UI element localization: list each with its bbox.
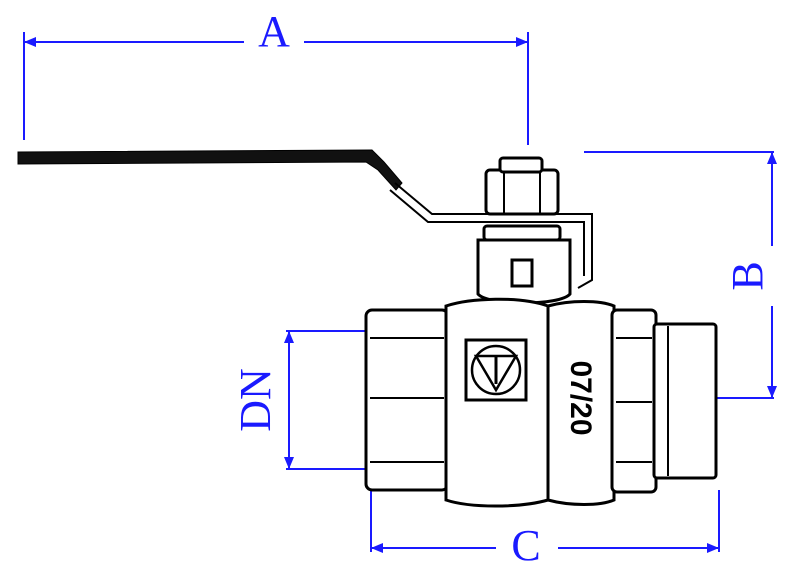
dimension-a-label: A — [258, 7, 290, 56]
triangle-v-logo-icon — [470, 344, 522, 396]
right-end-connector — [610, 308, 718, 494]
dimension-b-top-arrow-icon — [767, 152, 777, 164]
dimension-c-label-bg — [496, 520, 558, 562]
dimension-dn: DN — [231, 330, 366, 470]
stem-nut — [484, 168, 560, 216]
dimension-b-label: B — [723, 261, 772, 290]
stem-slot — [510, 258, 534, 288]
dimension-a-left-arrow-icon — [24, 37, 36, 47]
handle-grip — [17, 149, 403, 191]
dimension-c-label: C — [511, 521, 540, 570]
dimension-a: A — [23, 7, 529, 145]
male-thread-end — [652, 322, 718, 480]
handle-arm-bottom — [389, 189, 585, 276]
dimension-dn-top-arrow-icon — [284, 331, 294, 343]
stem-top — [498, 156, 544, 174]
dimension-c-left-arrow-icon — [371, 543, 383, 553]
valve-body-left-half — [444, 297, 550, 508]
lever-handle — [17, 149, 593, 289]
stem-washer — [482, 224, 562, 242]
valve-body: 07/20 — [444, 297, 616, 508]
dimension-c-right-arrow-icon — [707, 543, 719, 553]
dimension-a-label-bg — [244, 10, 304, 56]
dimension-c: C — [370, 490, 720, 570]
handle-arm-top — [394, 182, 593, 289]
dimension-b: B — [584, 151, 778, 399]
dimension-dn-bottom-arrow-icon — [284, 457, 294, 469]
left-end-connector — [364, 308, 450, 492]
body-marking: 07/20 — [564, 360, 597, 435]
dimension-b-label-bg — [724, 246, 778, 306]
dimension-b-bottom-arrow-icon — [767, 386, 777, 398]
dimension-dn-label: DN — [231, 368, 280, 432]
stem-assembly — [476, 156, 572, 305]
valve-body-right-half — [546, 300, 616, 506]
dimension-a-right-arrow-icon — [516, 37, 528, 47]
